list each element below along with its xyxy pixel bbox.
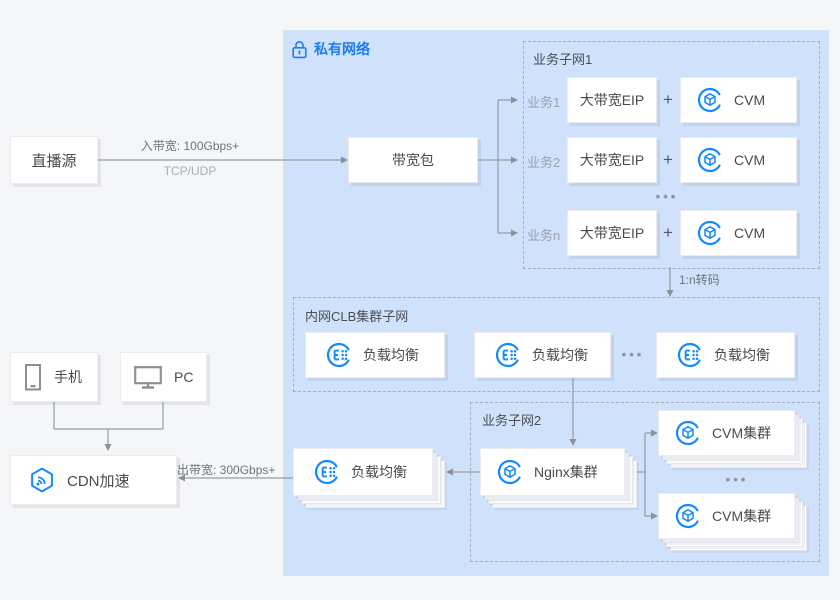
cdn-label: CDN加速 xyxy=(67,472,130,490)
live-source-label: 直播源 xyxy=(31,152,77,170)
cvm-label-1: CVM xyxy=(734,92,766,108)
cvm-label-n: CVM xyxy=(734,225,766,241)
cvm-icon xyxy=(697,87,723,113)
cvm-label-2: CVM xyxy=(734,152,766,168)
lock-icon xyxy=(292,40,307,59)
service1-label: 业务1 xyxy=(527,95,561,110)
clb-node-3: 负载均衡 xyxy=(656,332,795,378)
clb-icon xyxy=(326,342,352,368)
lb-out-label: 负载均衡 xyxy=(351,464,407,480)
eip-label-1: 大带宽EIP xyxy=(579,92,645,108)
eip-node-2: 大带宽EIP xyxy=(567,137,657,183)
vpc-label: 私有网络 xyxy=(314,41,370,57)
clb-subnet-container xyxy=(293,297,820,392)
subnet1-label: 业务子网1 xyxy=(533,52,593,67)
bandwidth-package-node: 带宽包 xyxy=(348,137,478,183)
lb-out-node: 负载均衡 xyxy=(293,448,433,496)
cvm-cluster-label-1: CVM集群 xyxy=(712,425,772,441)
eip-label-n: 大带宽EIP xyxy=(579,225,645,241)
pc-icon xyxy=(133,365,163,390)
subnet2-container xyxy=(470,402,820,562)
cvm-cluster-node-1: CVM集群 xyxy=(658,410,795,456)
clb-subnet-label: 内网CLB集群子网 xyxy=(305,309,409,324)
clb-node-2: 负载均衡 xyxy=(474,332,611,378)
service-n-label: 业务n xyxy=(527,228,561,243)
clb-icon xyxy=(314,459,340,485)
cvm-icon xyxy=(675,420,701,446)
eip-node-n: 大带宽EIP xyxy=(567,210,657,256)
cvm-node-n: CVM xyxy=(680,210,797,256)
inbound-protocol-label: TCP/UDP xyxy=(163,164,217,178)
subnet1-container xyxy=(523,41,820,269)
pc-node: PC xyxy=(120,352,207,402)
eip-label-2: 大带宽EIP xyxy=(579,152,645,168)
clb-icon xyxy=(495,342,521,368)
bandwidth-package-label: 带宽包 xyxy=(392,152,434,168)
lb-out-stack: 负载均衡 xyxy=(293,448,445,508)
nginx-cluster-node: Nginx集群 xyxy=(480,448,625,496)
clb-ellipsis: ••• xyxy=(621,347,645,362)
clb-icon xyxy=(677,342,703,368)
cvm-icon xyxy=(675,503,701,529)
vpc-header: 私有网络 xyxy=(292,39,370,59)
plus-sign-2: + xyxy=(663,150,673,169)
cvm-cluster-node-2: CVM集群 xyxy=(658,493,795,539)
clb-label-3: 负载均衡 xyxy=(714,347,770,363)
cvm-node-2: CVM xyxy=(680,137,797,183)
plus-sign-1: + xyxy=(663,90,673,109)
phone-label: 手机 xyxy=(54,369,82,385)
nginx-stack: Nginx集群 xyxy=(480,448,637,508)
clb-node-1: 负载均衡 xyxy=(305,332,445,378)
cvm-node-1: CVM xyxy=(680,77,797,123)
subnet1-ellipsis: ••• xyxy=(655,189,679,204)
pc-label: PC xyxy=(174,369,194,385)
transcode-label: 1:n转码 xyxy=(679,273,720,287)
cvm-cluster-stack-1: CVM集群 xyxy=(658,410,807,468)
service2-label: 业务2 xyxy=(527,155,561,170)
nginx-cluster-label: Nginx集群 xyxy=(534,464,598,480)
cvm-cluster-stack-2: CVM集群 xyxy=(658,493,807,551)
cdn-node: CDN加速 xyxy=(10,455,177,505)
phone-node: 手机 xyxy=(10,352,98,402)
cvm-icon xyxy=(497,459,523,485)
clb-label-2: 负载均衡 xyxy=(532,347,588,363)
cvm-cluster-label-2: CVM集群 xyxy=(712,508,772,524)
cvm-icon xyxy=(697,220,723,246)
cvm-icon xyxy=(697,147,723,173)
clb-label-1: 负载均衡 xyxy=(363,347,419,363)
eip-node-1: 大带宽EIP xyxy=(567,77,657,123)
subnet2-label: 业务子网2 xyxy=(482,413,542,428)
live-source-node: 直播源 xyxy=(10,136,98,184)
plus-sign-n: + xyxy=(663,223,673,242)
phone-icon xyxy=(23,363,43,392)
subnet2-ellipsis: ••• xyxy=(725,472,749,487)
outbound-bandwidth-label: 出带宽: 300Gbps+ xyxy=(177,463,276,477)
cdn-icon xyxy=(28,466,56,494)
inbound-bandwidth-label: 入带宽: 100Gbps+ xyxy=(140,139,240,153)
